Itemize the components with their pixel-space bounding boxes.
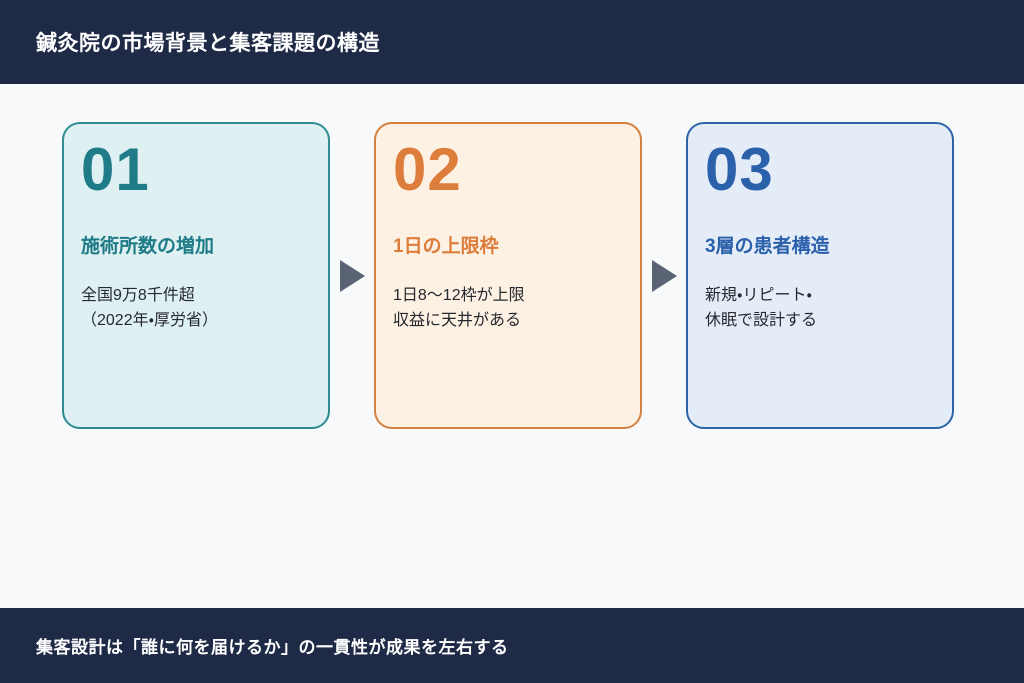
card-body: 1日8〜12枠が上限 収益に天井がある (393, 284, 620, 334)
right-arrow-icon (339, 259, 365, 292)
footer-message: 集客設計は「誰に何を届けるか」の一貫性が成果を左右する (36, 638, 509, 657)
arrow-gap (330, 122, 374, 429)
card-step-02: 02 1日の上限枠 1日8〜12枠が上限 収益に天井がある (374, 122, 642, 429)
footer-bar: 集客設計は「誰に何を届けるか」の一貫性が成果を左右する (0, 608, 1024, 683)
page-title: 鍼灸院の市場背景と集客課題の構造 (36, 32, 380, 55)
card-body-line: 1日8〜12枠が上限 (393, 287, 525, 304)
right-arrow-icon (651, 259, 677, 292)
header-bar: 鍼灸院の市場背景と集客課題の構造 (0, 0, 1024, 84)
card-number: 01 (81, 136, 150, 203)
card-body-line: 新規・リピート・ (705, 287, 812, 304)
card-number: 03 (705, 136, 774, 203)
card-title: 1日の上限枠 (393, 236, 499, 257)
card-body-line: （2022年・厚労省） (81, 311, 219, 329)
card-number: 02 (393, 136, 462, 203)
card-body-line: 全国9万8千件超 (81, 287, 195, 304)
card-title: 施術所数の増加 (81, 236, 215, 257)
card-body: 新規・リピート・ 休眠で設計する (705, 284, 932, 334)
card-step-03: 03 3層の患者構造 新規・リピート・ 休眠で設計する (686, 122, 954, 429)
card-body-line: 休眠で設計する (705, 311, 818, 329)
card-title: 3層の患者構造 (705, 236, 830, 257)
card-step-01: 01 施術所数の増加 全国9万8千件超 （2022年・厚労省） (62, 122, 330, 429)
main-area: 01 施術所数の増加 全国9万8千件超 （2022年・厚労省） 02 1日の上限… (0, 84, 1024, 608)
card-body-line: 収益に天井がある (393, 311, 522, 329)
cards-row: 01 施術所数の増加 全国9万8千件超 （2022年・厚労省） 02 1日の上限… (62, 122, 954, 429)
arrow-gap (642, 122, 686, 429)
card-body: 全国9万8千件超 （2022年・厚労省） (81, 284, 308, 334)
